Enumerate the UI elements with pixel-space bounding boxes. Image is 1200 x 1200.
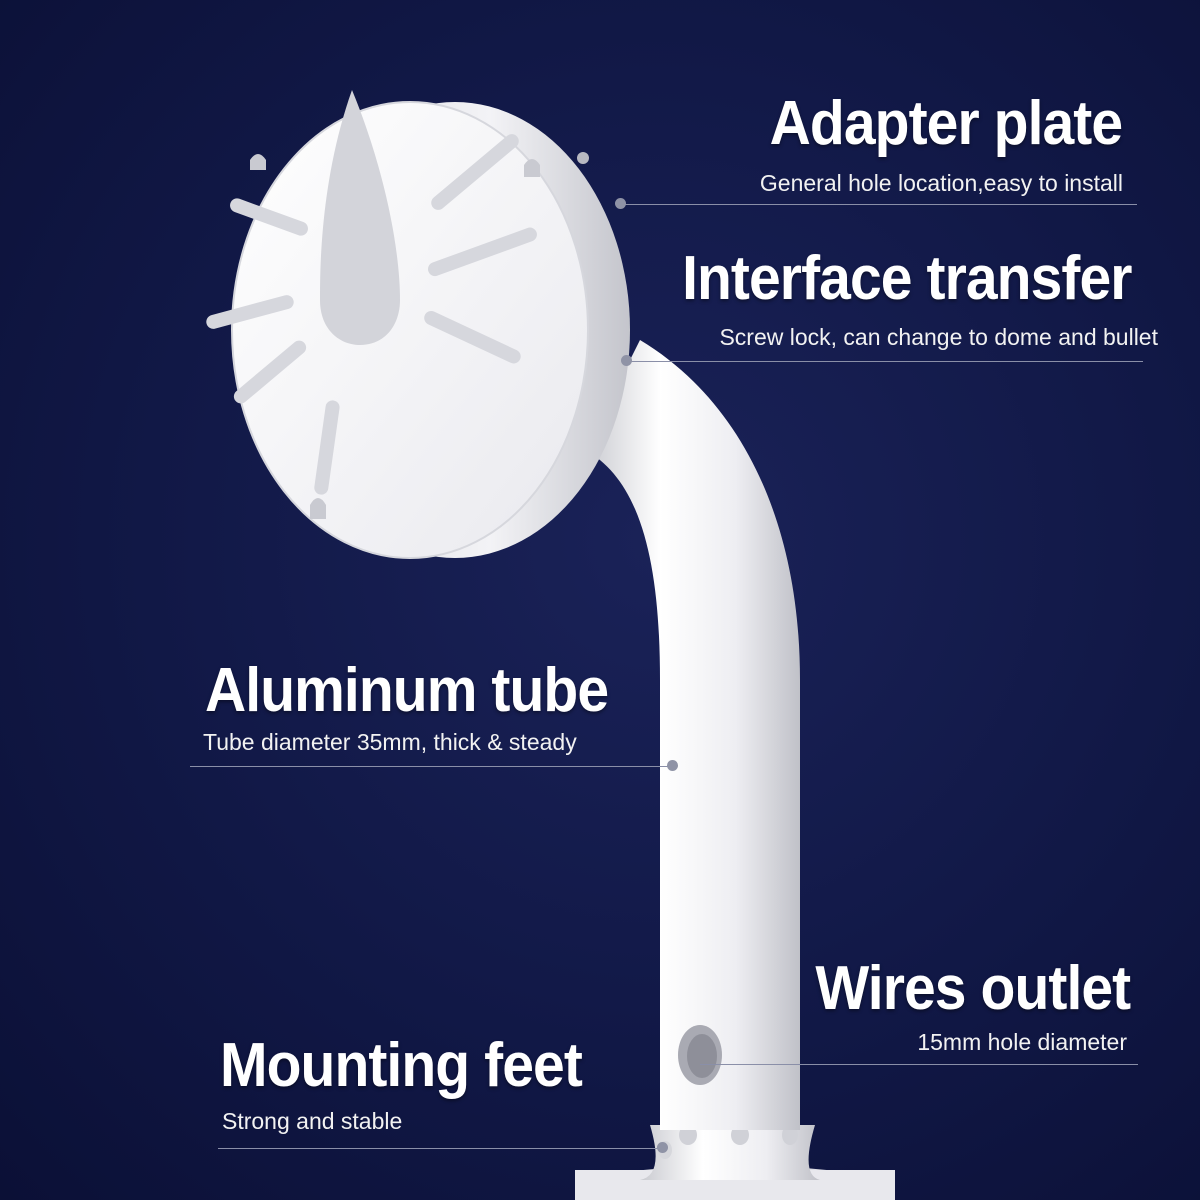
interface-transfer-leader-dot: [621, 355, 632, 366]
interface-transfer-leader-line: [630, 361, 1143, 362]
aluminum-tube: [585, 340, 800, 1130]
radial-slots: [206, 134, 537, 495]
adapter-plate-subtitle: General hole location,easy to install: [759, 170, 1123, 196]
aluminum-tube-leader-line: [190, 766, 673, 767]
mounting-feet-subtitle: Strong and stable: [222, 1108, 403, 1134]
wires-outlet-leader-line: [700, 1064, 1138, 1065]
mounting-base: [575, 1125, 895, 1200]
aluminum-tube-leader-dot: [667, 760, 678, 771]
adapter-plate-title: Adapter plate: [769, 89, 1122, 158]
teardrop-cutout: [320, 90, 400, 345]
adapter-plate-leader-line: [622, 204, 1137, 205]
interface-transfer-title: Interface transfer: [682, 244, 1133, 313]
wires-outlet-subtitle: 15mm hole diameter: [917, 1029, 1127, 1055]
aluminum-tube-title: Aluminum tube: [205, 656, 609, 725]
mounting-feet-leader-line: [218, 1148, 663, 1149]
adapter-plate-leader-dot: [615, 198, 626, 209]
aluminum-tube-subtitle: Tube diameter 35mm, thick & steady: [203, 729, 577, 755]
wires-outlet-title: Wires outlet: [815, 954, 1131, 1023]
interface-transfer-subtitle: Screw lock, can change to dome and bulle…: [719, 324, 1158, 350]
mounting-feet-title: Mounting feet: [220, 1031, 583, 1100]
mounting-feet-leader-dot: [657, 1142, 668, 1153]
